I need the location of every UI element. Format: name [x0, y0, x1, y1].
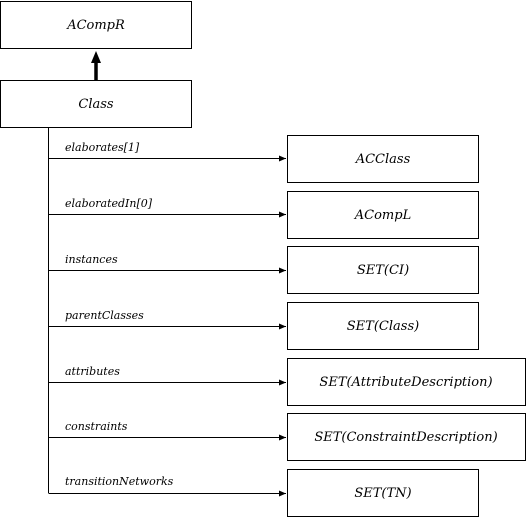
target-label: SET(AttributeDescription) — [319, 375, 492, 390]
relation-parent-classes: parentClasses SET(Class) — [48, 302, 479, 350]
relation-elaborated-in: elaboratedIn[0] ACompL — [48, 191, 479, 239]
class-label: Class — [78, 97, 114, 112]
target-box — [287, 246, 479, 294]
relation-constraints: constraints SET(ConstraintDescription) — [48, 413, 526, 461]
target-box — [287, 469, 479, 517]
target-box — [287, 358, 526, 406]
relation-label: elaborates[1] — [65, 141, 140, 154]
target-label: ACClass — [355, 152, 411, 167]
target-box — [287, 135, 479, 183]
target-label: ACompL — [354, 208, 411, 223]
relation-label: attributes — [65, 365, 120, 378]
relation-label: constraints — [65, 420, 128, 433]
relation-instances: instances SET(CI) — [48, 246, 479, 294]
target-box — [287, 191, 479, 239]
target-label: SET(Class) — [347, 319, 419, 334]
relation-transition-networks: transitionNetworks SET(TN) — [48, 469, 479, 517]
target-box — [287, 413, 526, 461]
relation-label: instances — [65, 253, 118, 266]
relation-label: parentClasses — [65, 309, 144, 322]
generalization-arrow — [91, 51, 101, 80]
acompr-label: ACompR — [66, 18, 125, 33]
target-label: SET(TN) — [354, 486, 411, 501]
relation-label: elaboratedIn[0] — [65, 197, 153, 210]
class-node: Class — [0, 80, 192, 128]
relation-label: transitionNetworks — [65, 475, 174, 488]
acompr-node: ACompR — [0, 1, 192, 49]
relation-elaborates: elaborates[1] ACClass — [48, 135, 479, 183]
target-label: SET(CI) — [357, 263, 409, 278]
target-box — [287, 302, 479, 350]
relation-attributes: attributes SET(AttributeDescription) — [48, 358, 526, 406]
target-label: SET(ConstraintDescription) — [314, 430, 497, 445]
